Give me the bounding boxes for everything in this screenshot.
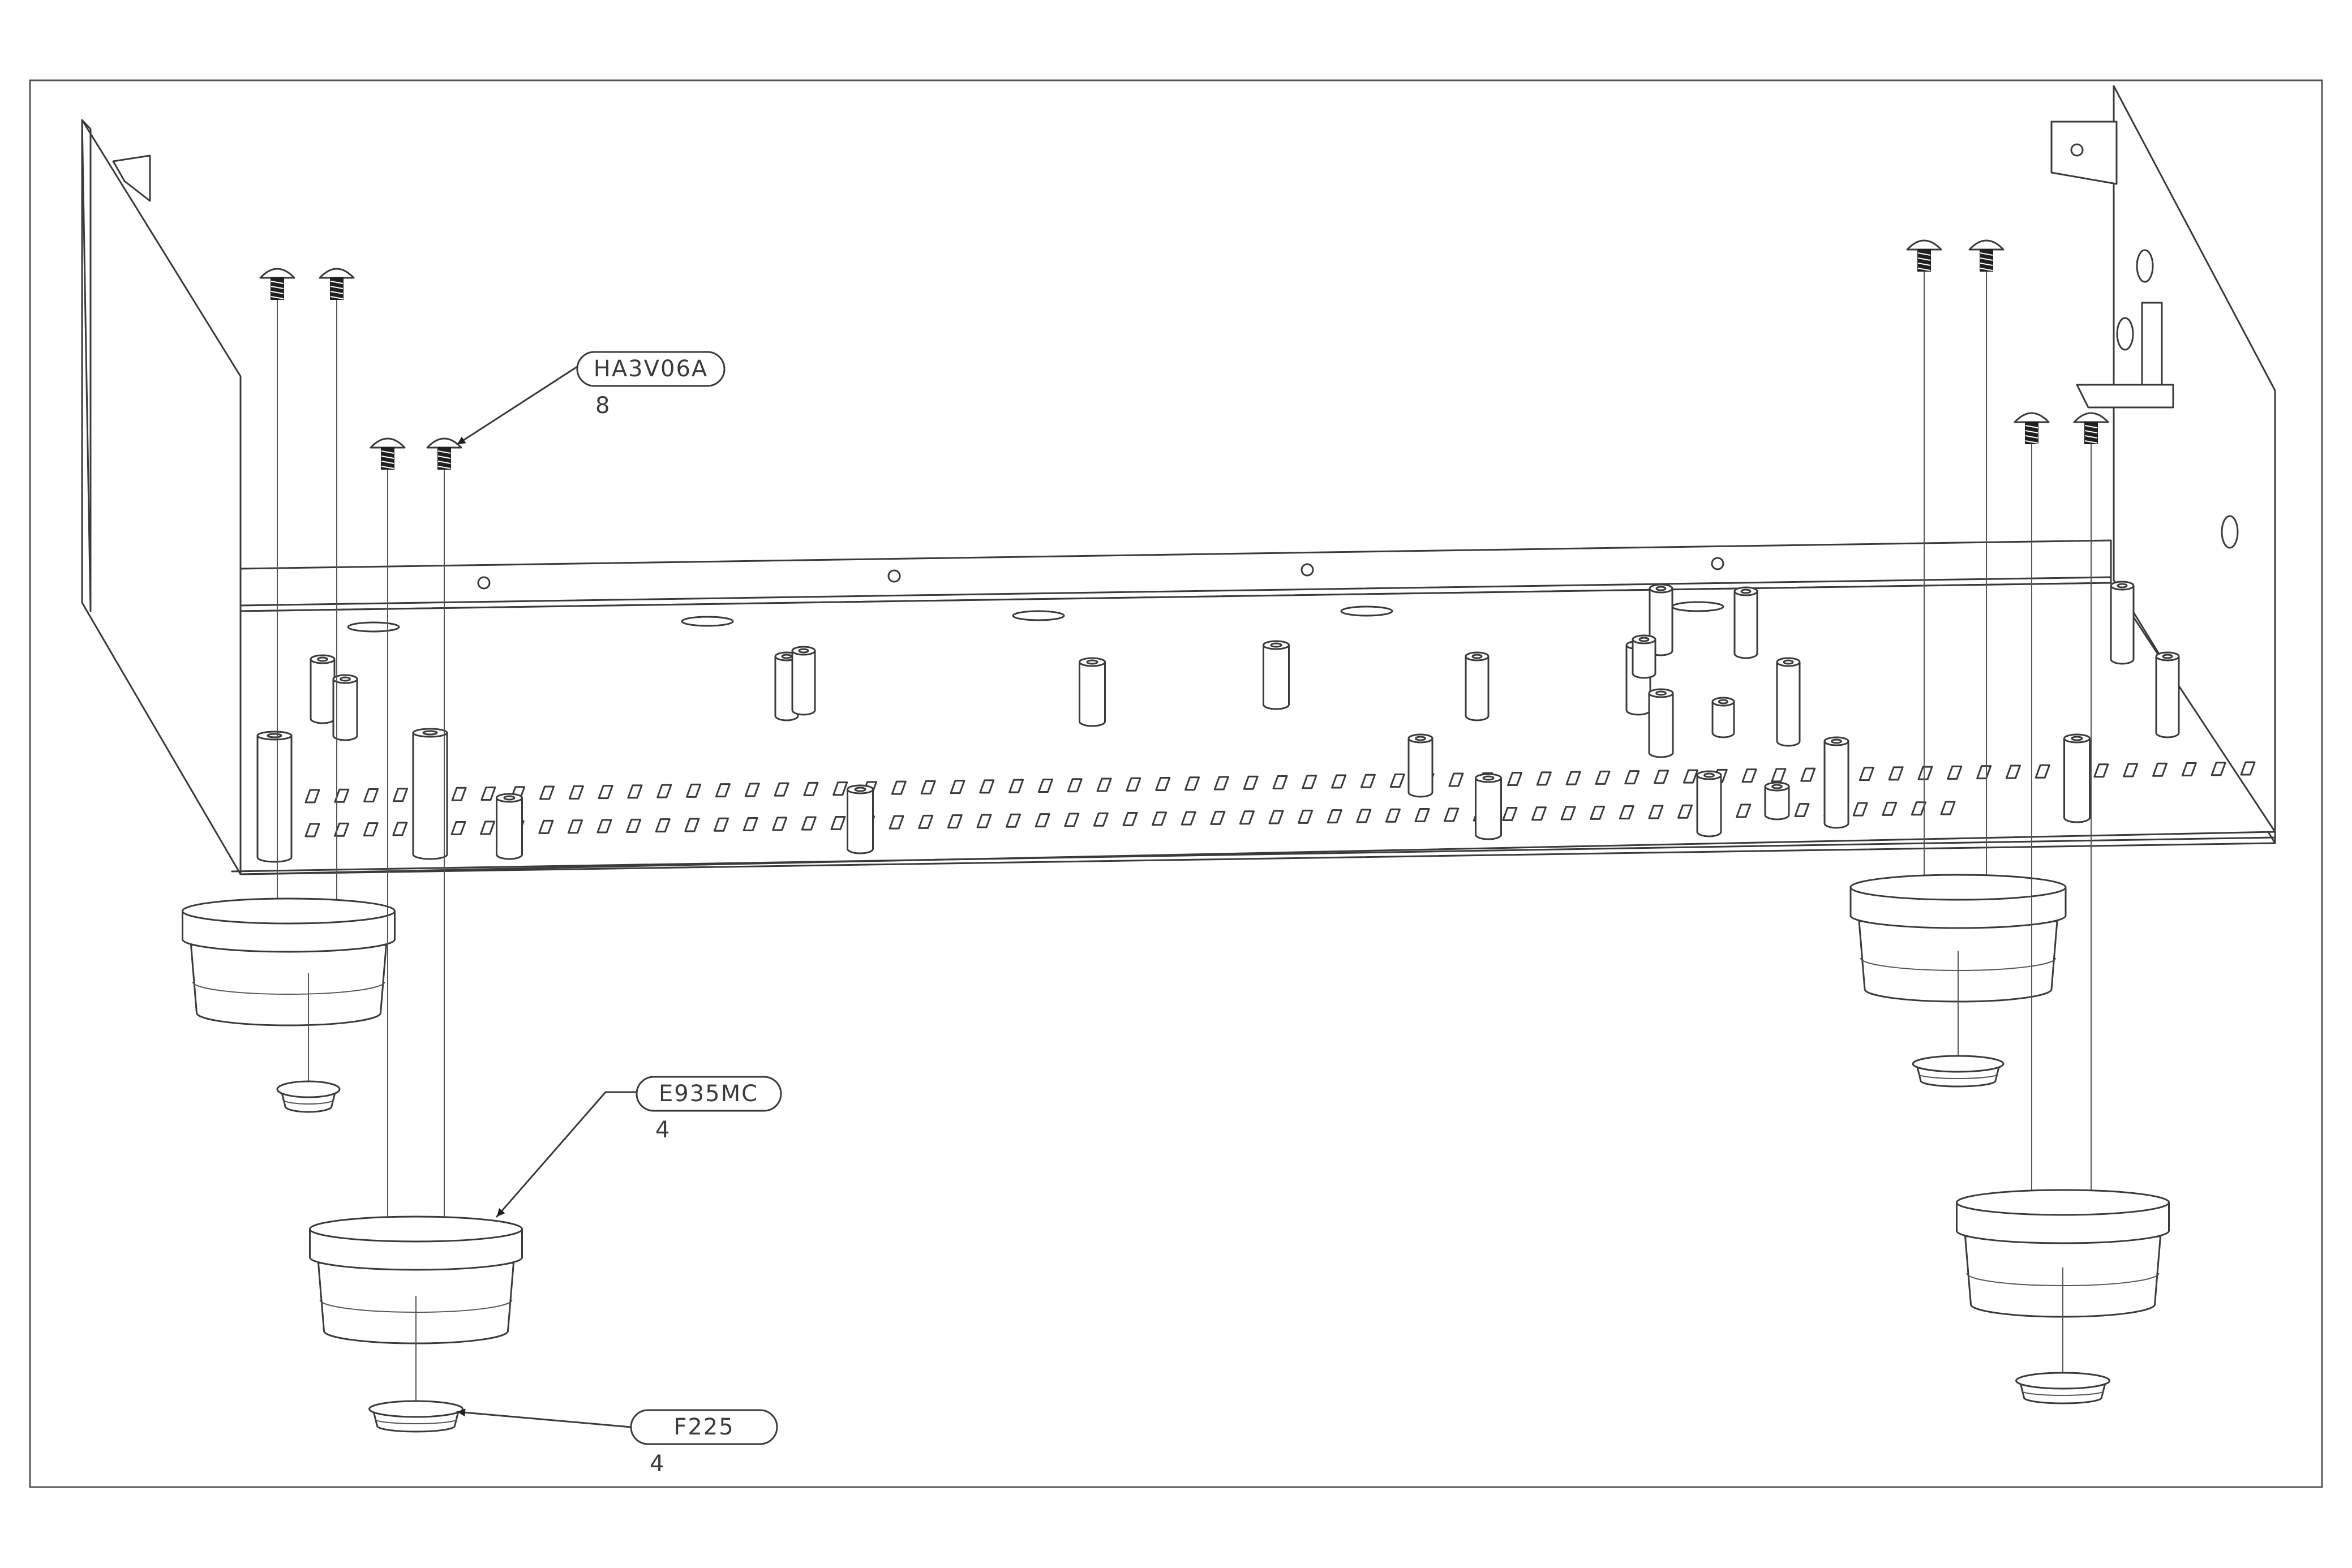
chassis-tray (82, 86, 2275, 874)
callout-ha3v06a-label: HA3V06A (594, 356, 709, 382)
standoff (311, 655, 334, 723)
standoff (1633, 635, 1655, 678)
screw-icon (320, 269, 354, 299)
standoff (792, 647, 815, 715)
standoff (1765, 783, 1789, 819)
screw-icon (1907, 240, 1941, 271)
standoff (1409, 734, 1432, 797)
callout-f225-qty: 4 (650, 1451, 664, 1477)
screw-icon (2015, 413, 2049, 444)
standoff (1713, 698, 1734, 737)
standoff (848, 785, 873, 853)
standoff (1649, 689, 1673, 757)
callout-f225: F225 4 (457, 1410, 777, 1477)
callout-e935mc-qty: 4 (655, 1117, 669, 1143)
standoff (1697, 771, 1721, 836)
screw-icon (2074, 413, 2108, 444)
callout-e935mc-label: E935MC (659, 1081, 758, 1107)
standoff (257, 732, 291, 862)
screw-icon (1969, 240, 2003, 271)
callout-ha3v06a: HA3V06A 8 (457, 352, 724, 444)
callout-ha3v06a-qty: 8 (595, 393, 610, 419)
standoff (1825, 737, 1848, 828)
standoff (2156, 652, 2179, 737)
callout-e935mc: E935MC 4 (497, 1077, 781, 1217)
standoff (497, 794, 522, 859)
pad-f225 (1913, 1056, 2003, 1086)
standoff (2111, 582, 2134, 664)
foot-e935mc (183, 899, 395, 1025)
callout-f225-label: F225 (673, 1414, 734, 1440)
standoff (1264, 641, 1289, 709)
left-side-panel (82, 120, 241, 874)
screw-icon (260, 269, 294, 299)
pad-f225 (2016, 1373, 2110, 1403)
screw-icon (371, 439, 405, 469)
standoff (1476, 774, 1501, 839)
pad-f225 (370, 1401, 463, 1432)
standoff (413, 729, 447, 859)
chassis-floor (241, 583, 2275, 874)
pad-f225 (277, 1081, 340, 1112)
standoff (1777, 658, 1800, 746)
screw-icon (427, 439, 461, 469)
standoff (1080, 658, 1105, 726)
standoff (2065, 734, 2090, 822)
standoff (1735, 587, 1757, 658)
standoff (1466, 652, 1488, 720)
